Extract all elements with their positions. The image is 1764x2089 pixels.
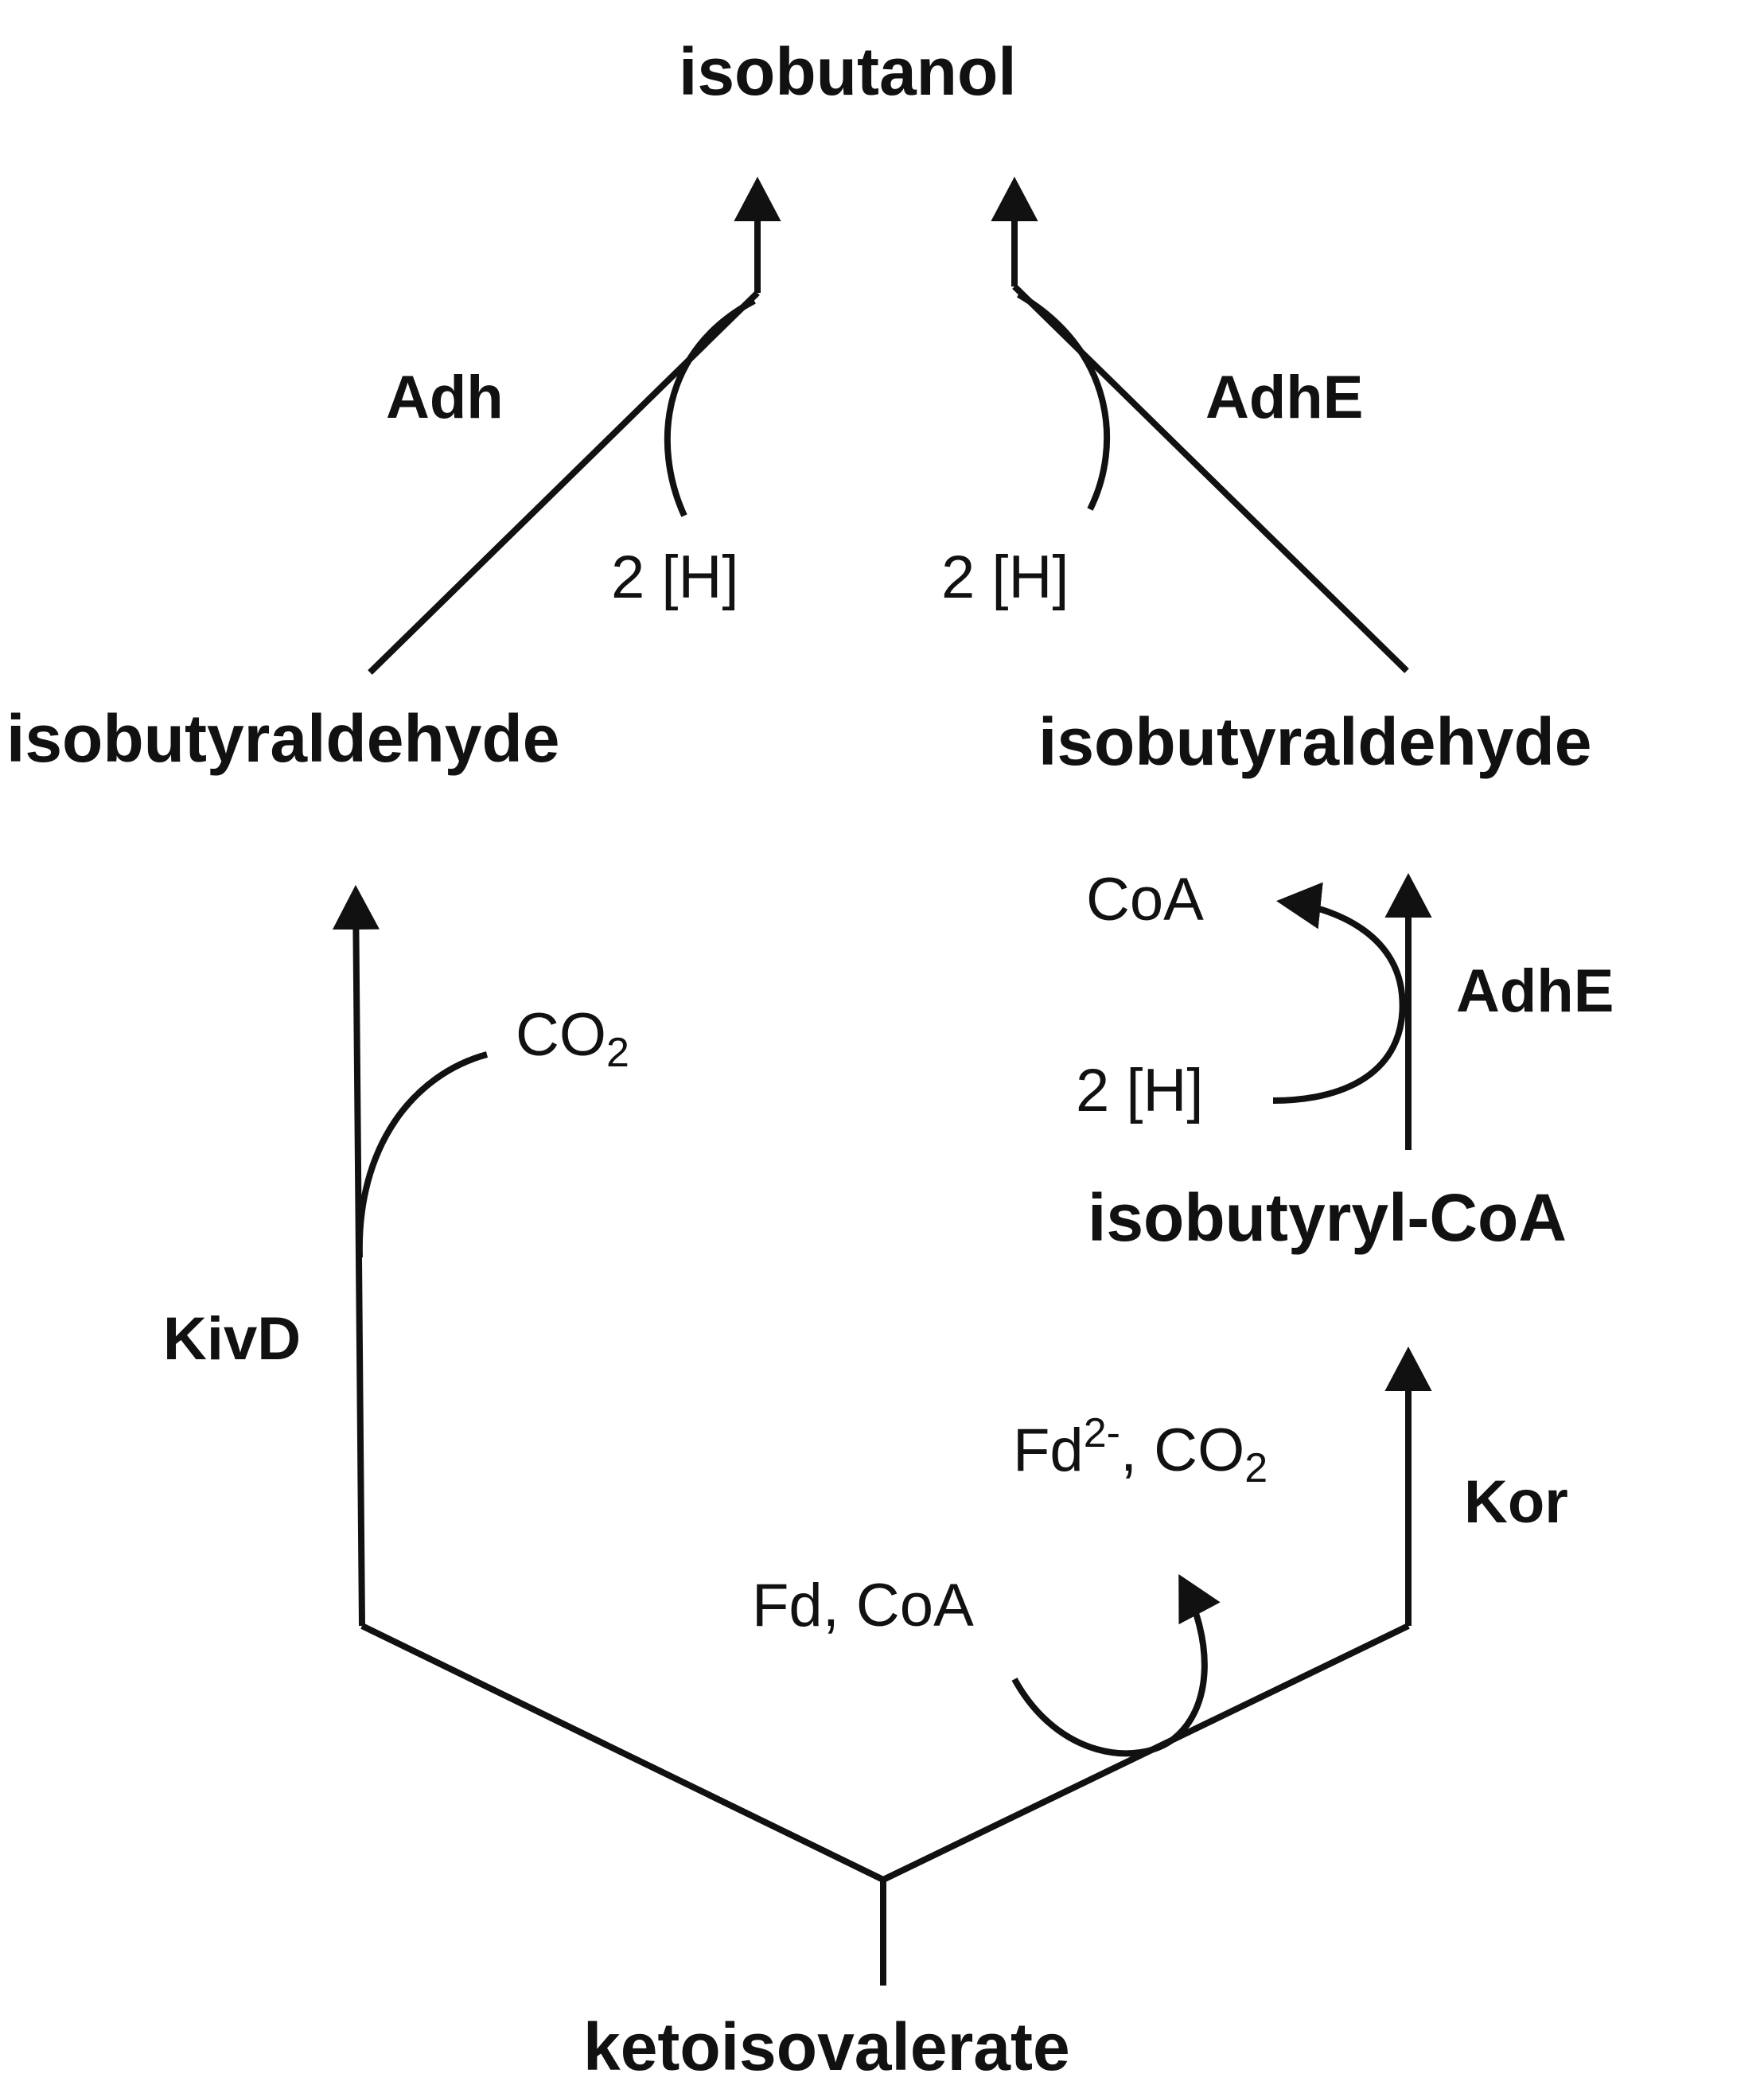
kivd-enzyme-label: KivD	[163, 1305, 302, 1373]
isobutyraldehyde-left-label: isobutyraldehyde	[6, 701, 560, 776]
co2-left-text: CO	[516, 1001, 606, 1069]
left-branch-line	[360, 1623, 885, 1883]
adhe-h-curve	[1016, 291, 1111, 511]
fd-in-cofactor-label: Fd, CoA	[752, 1572, 974, 1639]
isobutyryl-coa-label: isobutyryl-CoA	[1088, 1180, 1567, 1255]
co2-release-curve	[356, 1051, 489, 1258]
coa-out-cofactor-label: CoA	[1086, 866, 1204, 933]
kor-enzyme-label: Kor	[1464, 1468, 1568, 1536]
adh-enzyme-label: Adh	[386, 364, 504, 431]
fd-out-text: Fd	[1013, 1417, 1084, 1484]
fd-out-cofactor-label: Fd2-, CO2	[1013, 1413, 1268, 1489]
fd-coa-curve-arrow	[1011, 1573, 1221, 1757]
isobutyraldehyde-right-label: isobutyraldehyde	[1038, 704, 1592, 779]
co2-left-subscript: 2	[606, 1030, 629, 1076]
adh-h-curve	[664, 298, 756, 517]
co2-left-cofactor-label: CO2	[516, 1005, 629, 1074]
kivd-arrow	[332, 885, 380, 1627]
h-coa-curve-arrow	[1272, 882, 1406, 1104]
h-mid-cofactor-label: 2 [H]	[1076, 1057, 1204, 1124]
ketoisovalerate-label: ketoisovalerate	[583, 2009, 1070, 2084]
adhe-top-enzyme-label: AdhE	[1205, 364, 1364, 431]
h-right-cofactor-label: 2 [H]	[941, 544, 1069, 611]
fd-out-superscript: 2-	[1083, 1410, 1120, 1456]
adhe-mid-enzyme-label: AdhE	[1456, 957, 1614, 1025]
fd-out-co2-text: , CO	[1120, 1417, 1245, 1484]
isobutanol-label: isobutanol	[679, 34, 1017, 109]
fd-out-co2-subscript: 2	[1244, 1445, 1268, 1491]
h-left-cofactor-label: 2 [H]	[611, 544, 739, 611]
